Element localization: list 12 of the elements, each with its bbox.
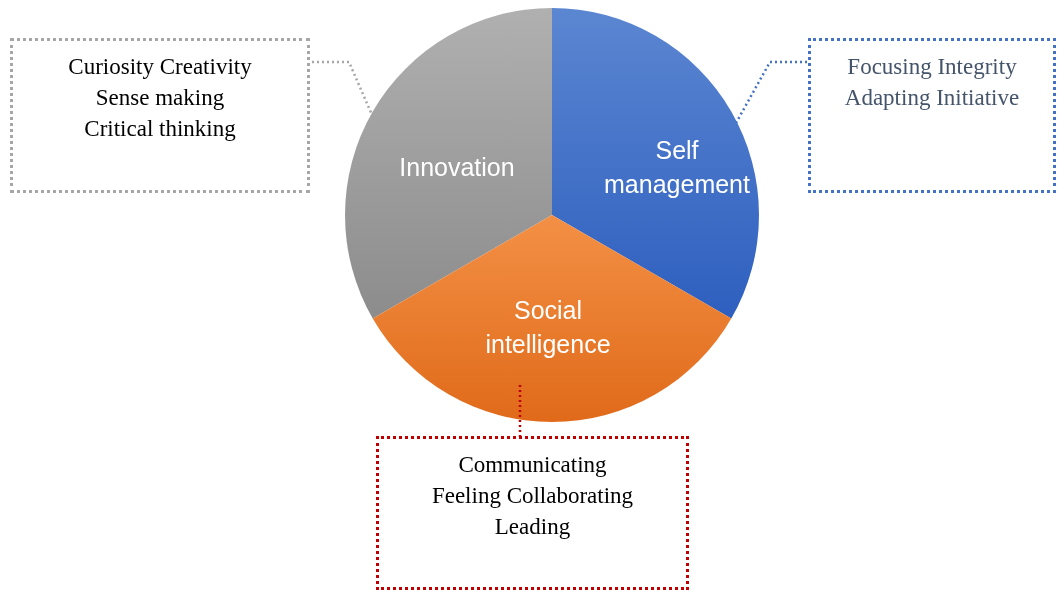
callout-box <box>10 38 310 193</box>
callout-box <box>808 38 1056 193</box>
leader-line <box>734 60 807 124</box>
slice-label: Social intelligence <box>484 295 612 360</box>
callout-box <box>376 436 689 590</box>
slice-label: Innovation <box>398 152 516 183</box>
slice-label: Self management <box>603 135 751 200</box>
leader-line <box>518 382 522 437</box>
skill-list: Communicating Feeling Collaborating Leading <box>425 449 640 542</box>
leader-line <box>312 60 374 116</box>
skill-list: Focusing Integrity Adapting Initiative <box>827 51 1037 113</box>
skill-list: Curiosity Creativity Sense making Critical thinking <box>64 51 256 144</box>
